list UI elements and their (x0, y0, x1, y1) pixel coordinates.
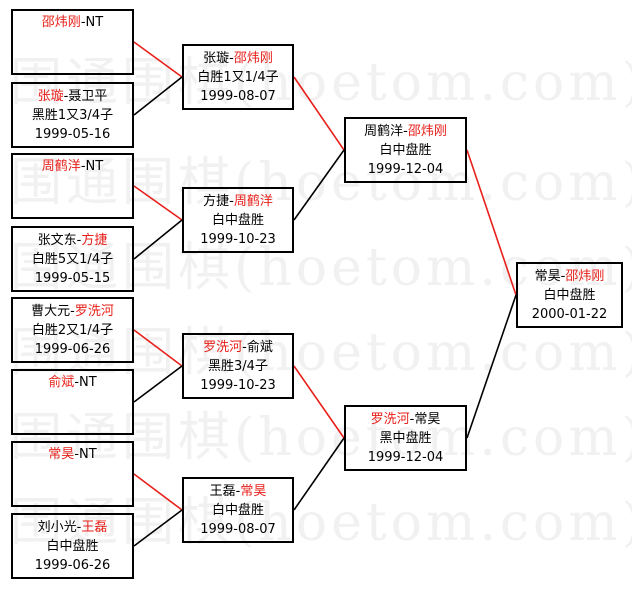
player-1: 曹大元 (31, 303, 71, 319)
players-line: 方捷-周鹤洋 (203, 193, 273, 209)
player-2: 方捷 (81, 232, 108, 248)
match-box-round2-3: 罗洗河-俞斌 黑胜3/4子 1999-10-23 (182, 333, 294, 399)
date-line: 1999-12-04 (367, 449, 444, 465)
connector-r3m1-final (466, 149, 517, 296)
players-line: 周鹤洋-邵炜刚 (364, 123, 447, 139)
player-2: 罗洗河 (74, 303, 114, 319)
player-2: 王磊 (81, 519, 108, 535)
player-2: NT (79, 447, 97, 462)
player-2: 邵炜刚 (233, 50, 273, 66)
result-line: 白中盘胜 (543, 287, 596, 303)
connector-r1m1-r2m1 (133, 41, 183, 78)
result-line: 黑胜1又3/4子 (31, 107, 114, 123)
connector-r1m2-r2m1 (133, 76, 183, 116)
players-line: 张文东-方捷 (37, 232, 108, 248)
player-1: 周鹤洋 (364, 123, 404, 139)
connector-r1m6-r2m3 (133, 365, 183, 403)
connector-r1m4-r2m2 (133, 219, 183, 260)
connector-r2m1-r3m1 (293, 76, 345, 151)
result-line: 白中盘胜 (211, 502, 264, 518)
player-2: 周鹤洋 (233, 193, 273, 209)
date-line: 1999-05-16 (34, 126, 111, 142)
match-box-round1-4: 张文东-方捷 白胜5又1/4子 1999-05-15 (11, 226, 134, 292)
player-1: 罗洗河 (203, 339, 243, 355)
date-line: 1999-12-04 (367, 161, 444, 177)
date-line: 1999-06-26 (34, 341, 111, 357)
players-line: 罗洗河-常昊 (370, 411, 441, 427)
connector-r1m8-r2m4 (133, 509, 183, 547)
match-box-semifinal-2: 罗洗河-常昊 黑中盘胜 1999-12-04 (344, 405, 467, 471)
result-line: 黑中盘胜 (379, 430, 432, 446)
player-1: 王磊 (209, 483, 236, 499)
result-line: 白胜1又1/4子 (197, 69, 279, 85)
match-box-round2-2: 方捷-周鹤洋 白中盘胜 1999-10-23 (182, 187, 294, 253)
player-1: 周鹤洋 (41, 159, 81, 174)
match-box-round1-6: 俞斌-NT (11, 369, 134, 435)
player-2: 聂卫平 (68, 88, 108, 104)
date-line: 1999-08-07 (200, 88, 276, 104)
match-box-round1-1: 邵炜刚-NT (11, 9, 134, 75)
player-2: NT (85, 159, 104, 174)
match-box-round1-5: 曹大元-罗洗河 白胜2又1/4子 1999-06-26 (11, 297, 134, 363)
players-line: 王磊-常昊 (209, 483, 267, 499)
date-line: 1999-05-15 (34, 270, 111, 286)
player-2: 俞斌 (246, 339, 273, 355)
match-box-round2-4: 王磊-常昊 白中盘胜 1999-08-07 (182, 477, 294, 543)
match-box-round1-8: 刘小光-王磊 白中盘胜 1999-06-26 (11, 513, 134, 579)
date-line: 1999-06-26 (34, 557, 111, 573)
result-line: 白中盘胜 (379, 142, 432, 158)
match-box-round1-3: 周鹤洋-NT (11, 153, 134, 219)
players-line: 张璇-聂卫平 (37, 88, 108, 104)
players-line: 张璇-邵炜刚 (203, 50, 273, 66)
connector-r2m4-r3m2 (293, 437, 345, 511)
match-box-round2-1: 张璇-邵炜刚 白胜1又1/4子 1999-08-07 (182, 44, 294, 110)
player-2: NT (79, 375, 97, 390)
connector-r3m2-final (466, 294, 517, 439)
player-2: 邵炜刚 (565, 268, 605, 284)
player-2: 常昊 (240, 483, 267, 499)
player-2: 邵炜刚 (407, 123, 447, 139)
player-2: NT (85, 15, 104, 30)
player-1: 罗洗河 (370, 411, 410, 427)
player-1: 张璇 (37, 88, 64, 104)
connector-r1m3-r2m2 (133, 185, 183, 221)
match-box-semifinal-1: 周鹤洋-邵炜刚 白中盘胜 1999-12-04 (344, 117, 467, 183)
date-line: 2000-01-22 (531, 306, 608, 322)
players-line: 常昊-邵炜刚 (534, 268, 605, 284)
player-1: 邵炜刚 (41, 15, 81, 30)
players-line: 罗洗河-俞斌 (203, 339, 273, 355)
connector-r1m5-r2m3 (133, 329, 183, 367)
result-line: 白中盘胜 (211, 212, 264, 228)
match-box-final: 常昊-邵炜刚 白中盘胜 2000-01-22 (516, 262, 623, 328)
connector-r1m7-r2m4 (133, 473, 183, 511)
connector-r2m3-r3m2 (293, 365, 345, 439)
result-line: 黑胜3/4子 (208, 358, 268, 374)
connector-r2m2-r3m1 (293, 149, 345, 221)
players-line: 曹大元-罗洗河 (31, 303, 114, 319)
players-line: 俞斌-NT (48, 375, 97, 390)
result-line: 白胜2又1/4子 (31, 322, 114, 338)
result-line: 白中盘胜 (46, 538, 99, 554)
players-line: 邵炜刚-NT (41, 15, 104, 30)
date-line: 1999-10-23 (200, 377, 276, 393)
player-1: 常昊 (48, 447, 75, 462)
date-line: 1999-10-23 (200, 231, 276, 247)
players-line: 周鹤洋-NT (41, 159, 104, 174)
player-1: 张文东 (37, 232, 77, 248)
player-1: 俞斌 (48, 375, 75, 390)
player-1: 张璇 (203, 50, 230, 66)
match-box-round1-7: 常昊-NT (11, 441, 134, 507)
result-line: 白胜5又1/4子 (31, 251, 114, 267)
players-line: 常昊-NT (48, 447, 97, 462)
date-line: 1999-08-07 (200, 521, 276, 537)
player-1: 方捷 (203, 193, 230, 209)
match-box-round1-2: 张璇-聂卫平 黑胜1又3/4子 1999-05-16 (11, 82, 134, 148)
player-2: 常昊 (414, 411, 441, 427)
player-1: 常昊 (534, 268, 561, 284)
players-line: 刘小光-王磊 (37, 519, 108, 535)
player-1: 刘小光 (37, 519, 77, 535)
